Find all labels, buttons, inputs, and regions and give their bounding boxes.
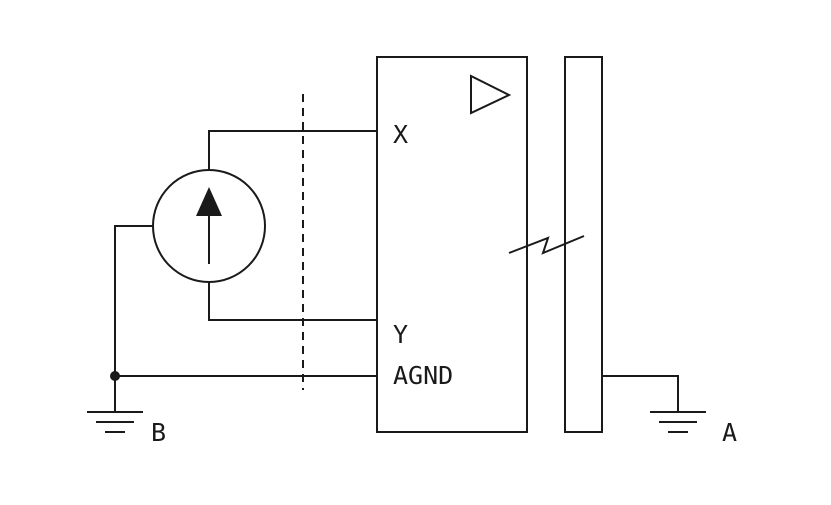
ground-a-icon bbox=[650, 411, 706, 433]
junction-dot bbox=[110, 371, 120, 381]
bus-rail bbox=[564, 56, 603, 433]
wire-source-ground bbox=[114, 225, 153, 412]
current-arrow-head-icon bbox=[196, 187, 222, 216]
module-box bbox=[376, 56, 528, 433]
amplifier-icon bbox=[470, 74, 512, 115]
ground-b-icon bbox=[87, 411, 143, 433]
ground-label-b: B bbox=[151, 418, 166, 447]
isolation-break-symbol bbox=[508, 235, 585, 255]
wire-y bbox=[208, 282, 377, 321]
wire-x bbox=[208, 130, 377, 170]
ground-label-a: A bbox=[722, 418, 737, 447]
wire-rail-ground bbox=[602, 375, 679, 412]
pin-label-x: X bbox=[393, 120, 408, 149]
pin-label-y: Y bbox=[393, 320, 408, 349]
pin-label-agnd: AGND bbox=[393, 361, 453, 390]
